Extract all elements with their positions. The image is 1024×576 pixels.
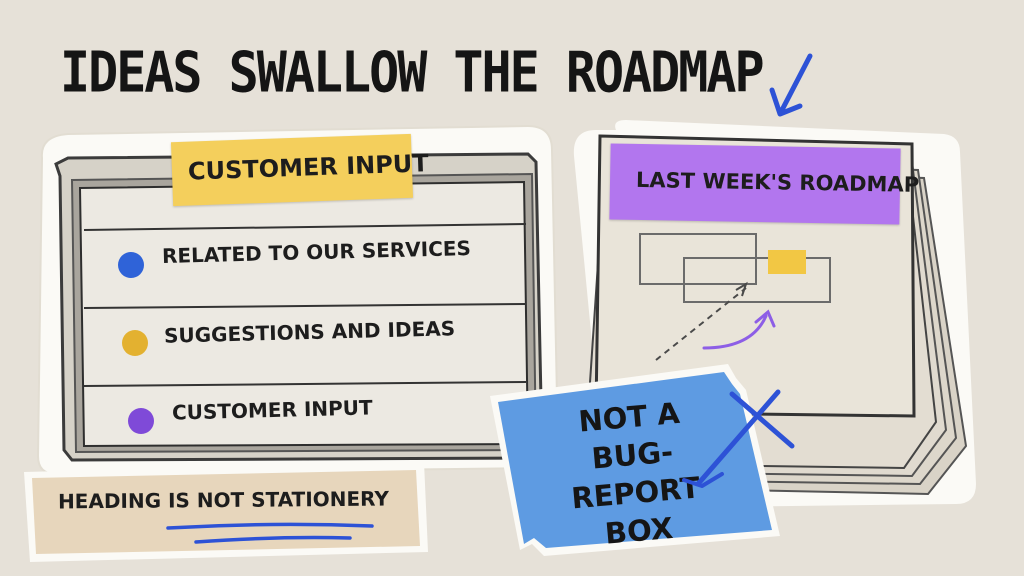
- purple-dot-icon: [128, 408, 154, 434]
- customer-input-tag-label: CUSTOMER INPUT: [187, 149, 430, 186]
- underline-icon: [166, 522, 374, 544]
- blue-dot-icon: [118, 252, 144, 278]
- input-panel-frame: [36, 124, 560, 476]
- arrow-down-icon: [769, 53, 813, 117]
- customer-input-tag: CUSTOMER INPUT: [170, 133, 429, 207]
- beige-note-text: HEADING IS NOT STATIONERY: [57, 486, 389, 514]
- blue-note-shape: [490, 364, 780, 556]
- roadmap-tag-label: LAST WEEK'S ROADMAP: [635, 167, 920, 197]
- page-title: IDEAS SWALLOW THE ROADMAP: [60, 40, 765, 105]
- yellow-dot-icon: [122, 330, 148, 356]
- cross-mark-icon: [682, 389, 795, 488]
- roadmap-tag: LAST WEEK'S ROADMAP: [609, 143, 919, 225]
